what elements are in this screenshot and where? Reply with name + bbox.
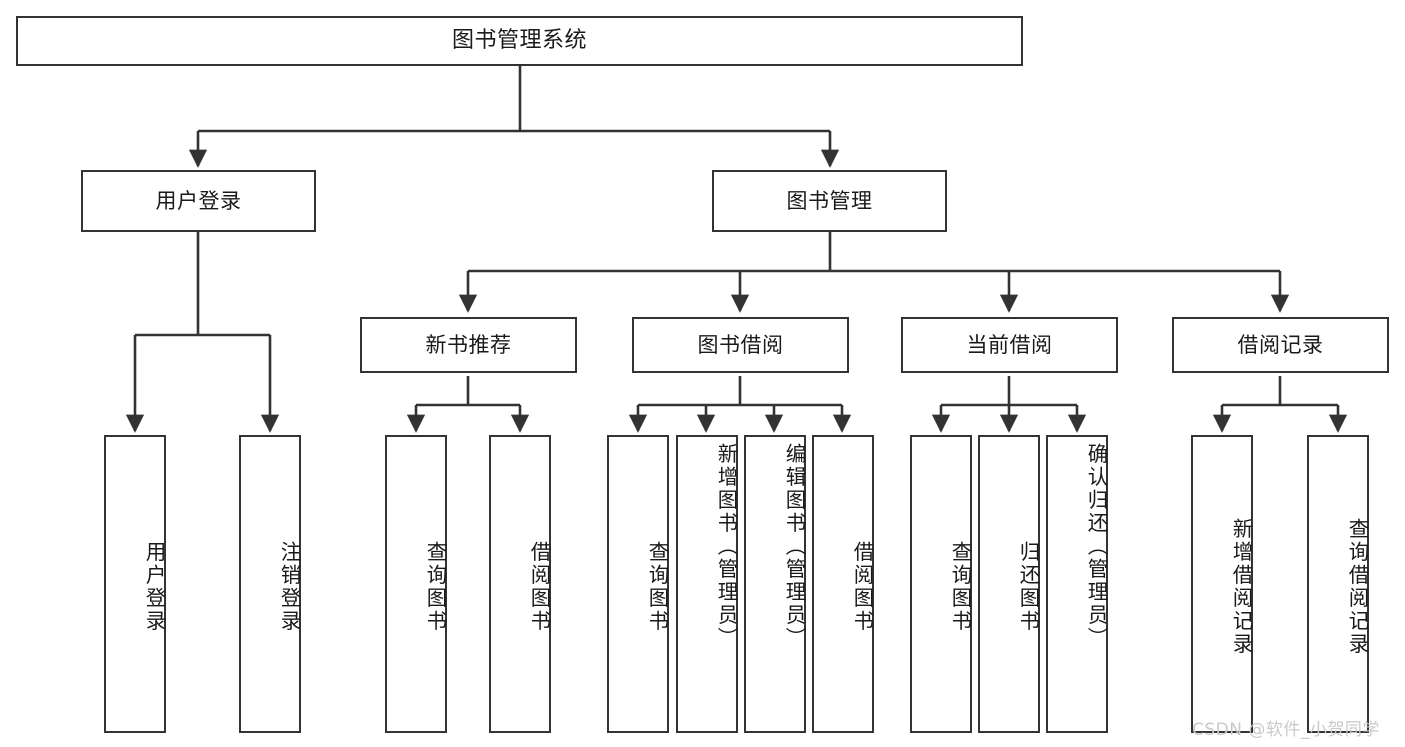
leaf-current-borrow-3[interactable]: 确认归还（管理员）: [1046, 435, 1108, 733]
node-borrow-record[interactable]: 借阅记录: [1172, 317, 1389, 373]
node-root-system[interactable]: 图书管理系统: [16, 16, 1023, 66]
leaf-borrow-record-2[interactable]: 查询借阅记录: [1307, 435, 1369, 733]
node-new-book-recommend[interactable]: 新书推荐: [360, 317, 577, 373]
node-book-borrow[interactable]: 图书借阅: [632, 317, 849, 373]
node-current-borrow[interactable]: 当前借阅: [901, 317, 1118, 373]
leaf-user-login-1[interactable]: 用户登录: [104, 435, 166, 733]
csdn-watermark: CSDN @软件_小贺同学: [1192, 720, 1380, 740]
node-user-login[interactable]: 用户登录: [81, 170, 316, 232]
node-book-manage[interactable]: 图书管理: [712, 170, 947, 232]
leaf-book-borrow-3[interactable]: 编辑图书（管理员）: [744, 435, 806, 733]
leaf-borrow-record-1[interactable]: 新增借阅记录: [1191, 435, 1253, 733]
leaf-new-book-1[interactable]: 查询图书: [385, 435, 447, 733]
leaf-user-login-2[interactable]: 注销登录: [239, 435, 301, 733]
leaf-book-borrow-4[interactable]: 借阅图书: [812, 435, 874, 733]
leaf-current-borrow-1[interactable]: 查询图书: [910, 435, 972, 733]
leaf-book-borrow-2[interactable]: 新增图书（管理员）: [676, 435, 738, 733]
leaf-new-book-2[interactable]: 借阅图书: [489, 435, 551, 733]
leaf-current-borrow-2[interactable]: 归还图书: [978, 435, 1040, 733]
leaf-book-borrow-1[interactable]: 查询图书: [607, 435, 669, 733]
